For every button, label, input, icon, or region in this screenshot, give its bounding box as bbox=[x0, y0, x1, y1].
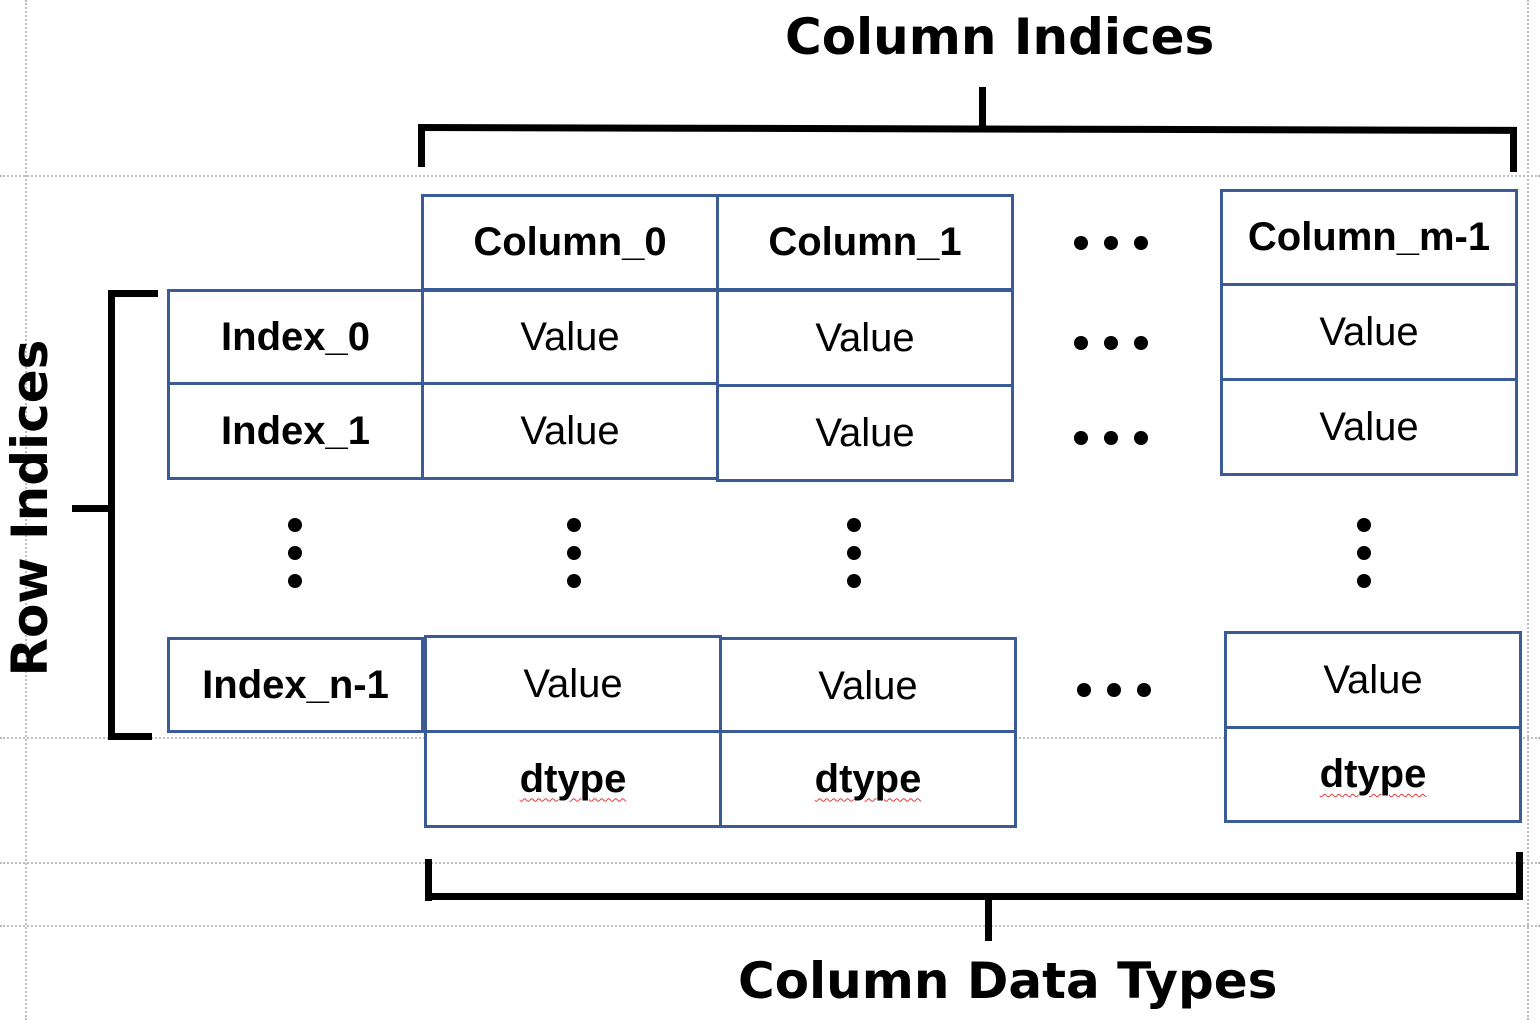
row-index-n-1: Index_n-1 bbox=[167, 637, 424, 733]
row-index-0: Index_0 bbox=[167, 289, 424, 385]
left-bracket-bottom bbox=[108, 733, 152, 740]
column-indices-title: Column Indices bbox=[785, 8, 1215, 66]
top-bracket-right bbox=[1510, 127, 1517, 172]
bottom-bracket-left bbox=[425, 859, 432, 901]
bottom-bracket-bar bbox=[425, 893, 1523, 900]
left-bracket-top bbox=[108, 290, 158, 297]
value-cell: Value bbox=[424, 635, 722, 733]
horizontal-ellipsis bbox=[1074, 336, 1148, 350]
guide-line bbox=[0, 862, 1540, 864]
dtype-label: dtype bbox=[519, 756, 627, 801]
dtype-cell: dtype bbox=[719, 730, 1017, 828]
left-bracket-bar bbox=[108, 290, 115, 740]
value-cell: Value bbox=[719, 637, 1017, 735]
value-cell: Value bbox=[1220, 283, 1518, 381]
guide-line bbox=[0, 175, 1540, 177]
guide-line bbox=[0, 925, 1540, 927]
horizontal-ellipsis bbox=[1074, 236, 1148, 250]
bottom-bracket-right bbox=[1516, 852, 1523, 898]
left-bracket-stem bbox=[72, 505, 114, 512]
guide-line bbox=[25, 0, 27, 1020]
row-index-1: Index_1 bbox=[167, 382, 424, 480]
guide-line bbox=[1527, 0, 1529, 1020]
column-header-1: Column_1 bbox=[716, 194, 1014, 291]
vertical-ellipsis bbox=[567, 518, 581, 588]
dtype-label: dtype bbox=[814, 756, 922, 801]
column-header-0: Column_0 bbox=[421, 194, 719, 291]
horizontal-ellipsis bbox=[1074, 431, 1148, 445]
value-cell: Value bbox=[716, 289, 1014, 387]
dtype-cell: dtype bbox=[1224, 726, 1522, 823]
value-cell: Value bbox=[716, 384, 1014, 482]
row-indices-title: Row Indices bbox=[1, 339, 59, 677]
value-cell: Value bbox=[1224, 631, 1522, 729]
column-header-m-1: Column_m-1 bbox=[1220, 189, 1518, 286]
column-data-types-title: Column Data Types bbox=[738, 952, 1278, 1010]
vertical-ellipsis bbox=[1357, 518, 1371, 588]
dtype-cell: dtype bbox=[424, 730, 722, 828]
bottom-bracket-stem bbox=[985, 897, 992, 941]
vertical-ellipsis bbox=[847, 518, 861, 588]
vertical-ellipsis bbox=[288, 518, 302, 588]
top-bracket-stem bbox=[979, 87, 986, 129]
value-cell: Value bbox=[1220, 378, 1518, 476]
value-cell: Value bbox=[421, 382, 719, 480]
dtype-label: dtype bbox=[1319, 752, 1427, 796]
value-cell: Value bbox=[421, 289, 719, 385]
top-bracket-left bbox=[418, 124, 425, 167]
horizontal-ellipsis bbox=[1077, 683, 1151, 697]
